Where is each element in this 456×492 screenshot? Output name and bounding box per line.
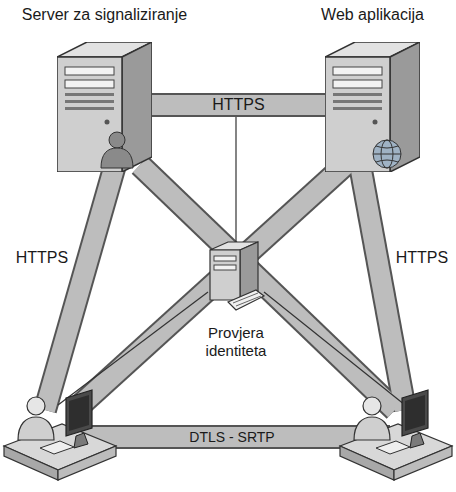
web-app-server: Web aplikacija bbox=[325, 42, 420, 172]
node-label: Provjera identiteta bbox=[186, 324, 286, 360]
server-label: Web aplikacija bbox=[321, 6, 424, 24]
protocol-label: DTLS - SRTP bbox=[186, 429, 277, 445]
protocol-label: HTTPS bbox=[396, 249, 448, 267]
signaling-server: Server za signaliziranje bbox=[57, 42, 152, 172]
server-label: Server za signaliziranje bbox=[22, 6, 187, 24]
identity-server: Provjera identiteta bbox=[186, 240, 286, 360]
protocol-label: HTTPS bbox=[16, 249, 68, 267]
protocol-label: HTTPS bbox=[209, 96, 267, 114]
